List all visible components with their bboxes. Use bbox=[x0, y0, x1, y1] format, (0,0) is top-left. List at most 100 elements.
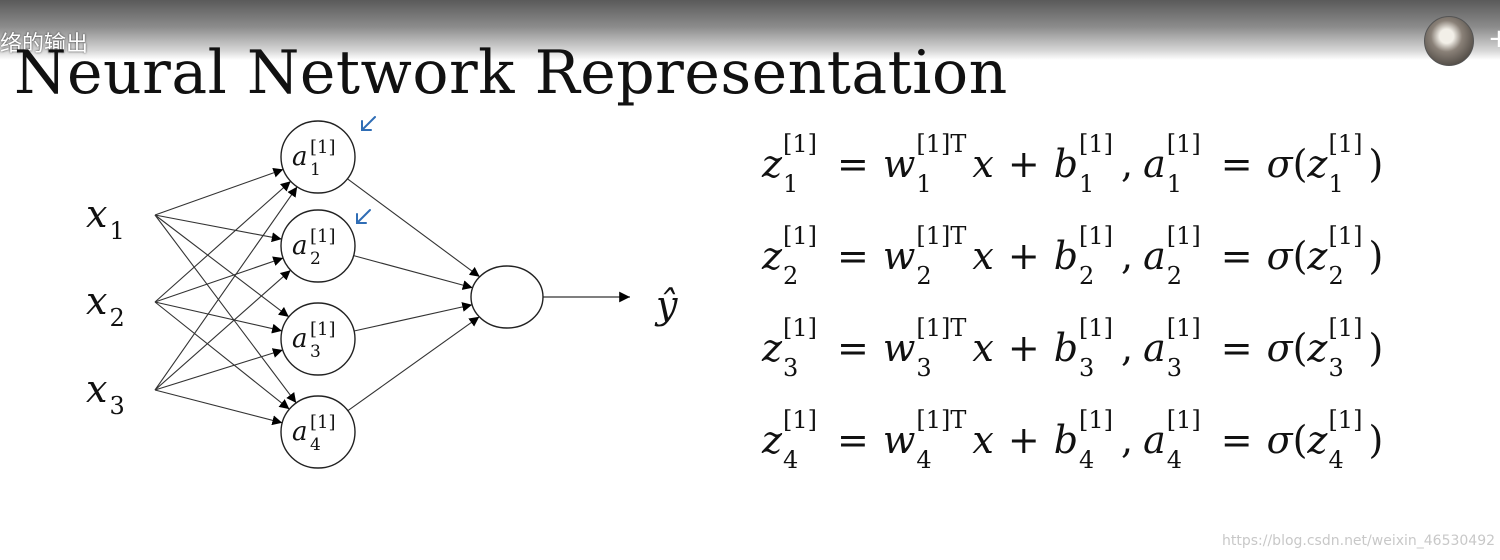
eq-z-arg-scripts: [1]3 bbox=[1328, 314, 1363, 382]
eq-a: a bbox=[1143, 142, 1166, 186]
hidden-label-a2: a bbox=[292, 231, 308, 261]
edge-x3-a1 bbox=[154, 186, 298, 391]
eq-comma: , bbox=[1121, 418, 1134, 462]
annotation-arrow-icon-1 bbox=[361, 116, 376, 131]
eq-paren-close: ) bbox=[1368, 142, 1384, 186]
hidden-superscript-2: [1] bbox=[310, 226, 336, 247]
eq-paren-open: ( bbox=[1292, 234, 1308, 278]
network-nodes bbox=[280, 120, 544, 469]
eq-sigma: σ bbox=[1266, 142, 1293, 186]
network-edges bbox=[154, 168, 630, 426]
hidden-node-3 bbox=[280, 302, 356, 376]
edge-a3-out bbox=[353, 302, 473, 332]
eq-equals: = bbox=[837, 326, 869, 370]
eq-equals-2: = bbox=[1220, 418, 1253, 462]
annotation-arrow-icon-2 bbox=[356, 209, 371, 224]
input-label-x2: x2 bbox=[86, 279, 125, 332]
eq-a-scripts: [1]3 bbox=[1166, 314, 1201, 382]
eq-sigma: σ bbox=[1266, 234, 1293, 278]
eq-z-arg: z bbox=[1307, 326, 1328, 370]
eq-paren-close: ) bbox=[1368, 326, 1384, 370]
hidden-node-2 bbox=[280, 209, 356, 283]
edge-x2-a4 bbox=[154, 301, 290, 410]
eq-b-scripts: [1]1 bbox=[1079, 130, 1114, 198]
eq-z-arg: z bbox=[1307, 234, 1328, 278]
eq-x: x bbox=[972, 142, 994, 186]
hidden-label-a1: a bbox=[292, 142, 308, 172]
eq-sigma: σ bbox=[1266, 418, 1293, 462]
eq-z-scripts: [1]4 bbox=[783, 406, 818, 474]
eq-sigma: σ bbox=[1266, 326, 1293, 370]
hidden-subscript-4: 4 bbox=[310, 435, 321, 455]
edge-x2-a1 bbox=[154, 180, 292, 303]
hidden-label-a4: a bbox=[292, 417, 308, 447]
eq-a-scripts: [1]4 bbox=[1166, 406, 1201, 474]
eq-equals-2: = bbox=[1220, 142, 1253, 186]
eq-x: x bbox=[972, 234, 994, 278]
hidden-superscript-4: [1] bbox=[310, 412, 336, 433]
eq-w: w bbox=[882, 142, 916, 186]
eq-comma: , bbox=[1121, 326, 1134, 370]
eq-a: a bbox=[1143, 326, 1166, 370]
eq-b: b bbox=[1053, 326, 1079, 370]
eq-paren-open: ( bbox=[1292, 142, 1308, 186]
eq-z-scripts: [1]3 bbox=[783, 314, 818, 382]
eq-b: b bbox=[1053, 418, 1079, 462]
edge-x1-a2 bbox=[154, 214, 282, 243]
edge-x1-a1 bbox=[154, 168, 284, 216]
eq-plus: + bbox=[1007, 142, 1040, 186]
add-icon[interactable]: + bbox=[1488, 26, 1500, 52]
eq-w: w bbox=[882, 418, 916, 462]
eq-b-scripts: [1]4 bbox=[1079, 406, 1114, 474]
eq-a: a bbox=[1143, 418, 1166, 462]
edge-x3-a3 bbox=[154, 348, 283, 391]
hidden-subscript-3: 3 bbox=[310, 342, 321, 362]
hidden-superscript-3: [1] bbox=[310, 319, 336, 340]
eq-z: z bbox=[762, 418, 783, 462]
eq-paren-open: ( bbox=[1292, 326, 1308, 370]
eq-b-scripts: [1]2 bbox=[1079, 222, 1114, 290]
hidden-label-a3: a bbox=[292, 324, 308, 354]
eq-equals: = bbox=[837, 418, 869, 462]
eq-x: x bbox=[972, 418, 994, 462]
eq-w: w bbox=[882, 234, 916, 278]
eq-b-scripts: [1]3 bbox=[1079, 314, 1114, 382]
hidden-node-4 bbox=[280, 395, 356, 469]
slide-title: Neural Network Representation bbox=[14, 38, 1008, 108]
hidden-subscript-2: 2 bbox=[310, 249, 321, 269]
eq-z-arg: z bbox=[1307, 418, 1328, 462]
eq-z: z bbox=[762, 326, 783, 370]
eq-a: a bbox=[1143, 234, 1166, 278]
eq-comma: , bbox=[1121, 142, 1134, 186]
output-node bbox=[470, 265, 544, 329]
edge-x1-a3 bbox=[154, 214, 290, 318]
user-avatar[interactable] bbox=[1424, 16, 1474, 66]
eq-z-arg-scripts: [1]2 bbox=[1328, 222, 1363, 290]
eq-b: b bbox=[1053, 234, 1079, 278]
edge-a2-out bbox=[353, 255, 473, 290]
output-label-yhat: ŷ bbox=[654, 283, 678, 327]
eq-comma: , bbox=[1121, 234, 1134, 278]
eq-paren-close: ) bbox=[1368, 234, 1384, 278]
eq-x: x bbox=[972, 326, 994, 370]
edge-a1-out bbox=[347, 178, 481, 278]
hidden-superscript-1: [1] bbox=[310, 137, 336, 158]
eq-b: b bbox=[1053, 142, 1079, 186]
edge-x3-a4 bbox=[154, 389, 283, 426]
edge-x3-a2 bbox=[154, 269, 291, 391]
eq-z-arg-scripts: [1]4 bbox=[1328, 406, 1363, 474]
eq-equals: = bbox=[837, 234, 869, 278]
edge-a4-out bbox=[347, 316, 480, 412]
eq-z-arg: z bbox=[1307, 142, 1328, 186]
hidden-subscript-1: 1 bbox=[310, 160, 321, 180]
video-top-bar bbox=[0, 0, 1500, 60]
watermark: https://blog.csdn.net/weixin_46530492 bbox=[1222, 533, 1496, 549]
eq-plus: + bbox=[1007, 326, 1040, 370]
